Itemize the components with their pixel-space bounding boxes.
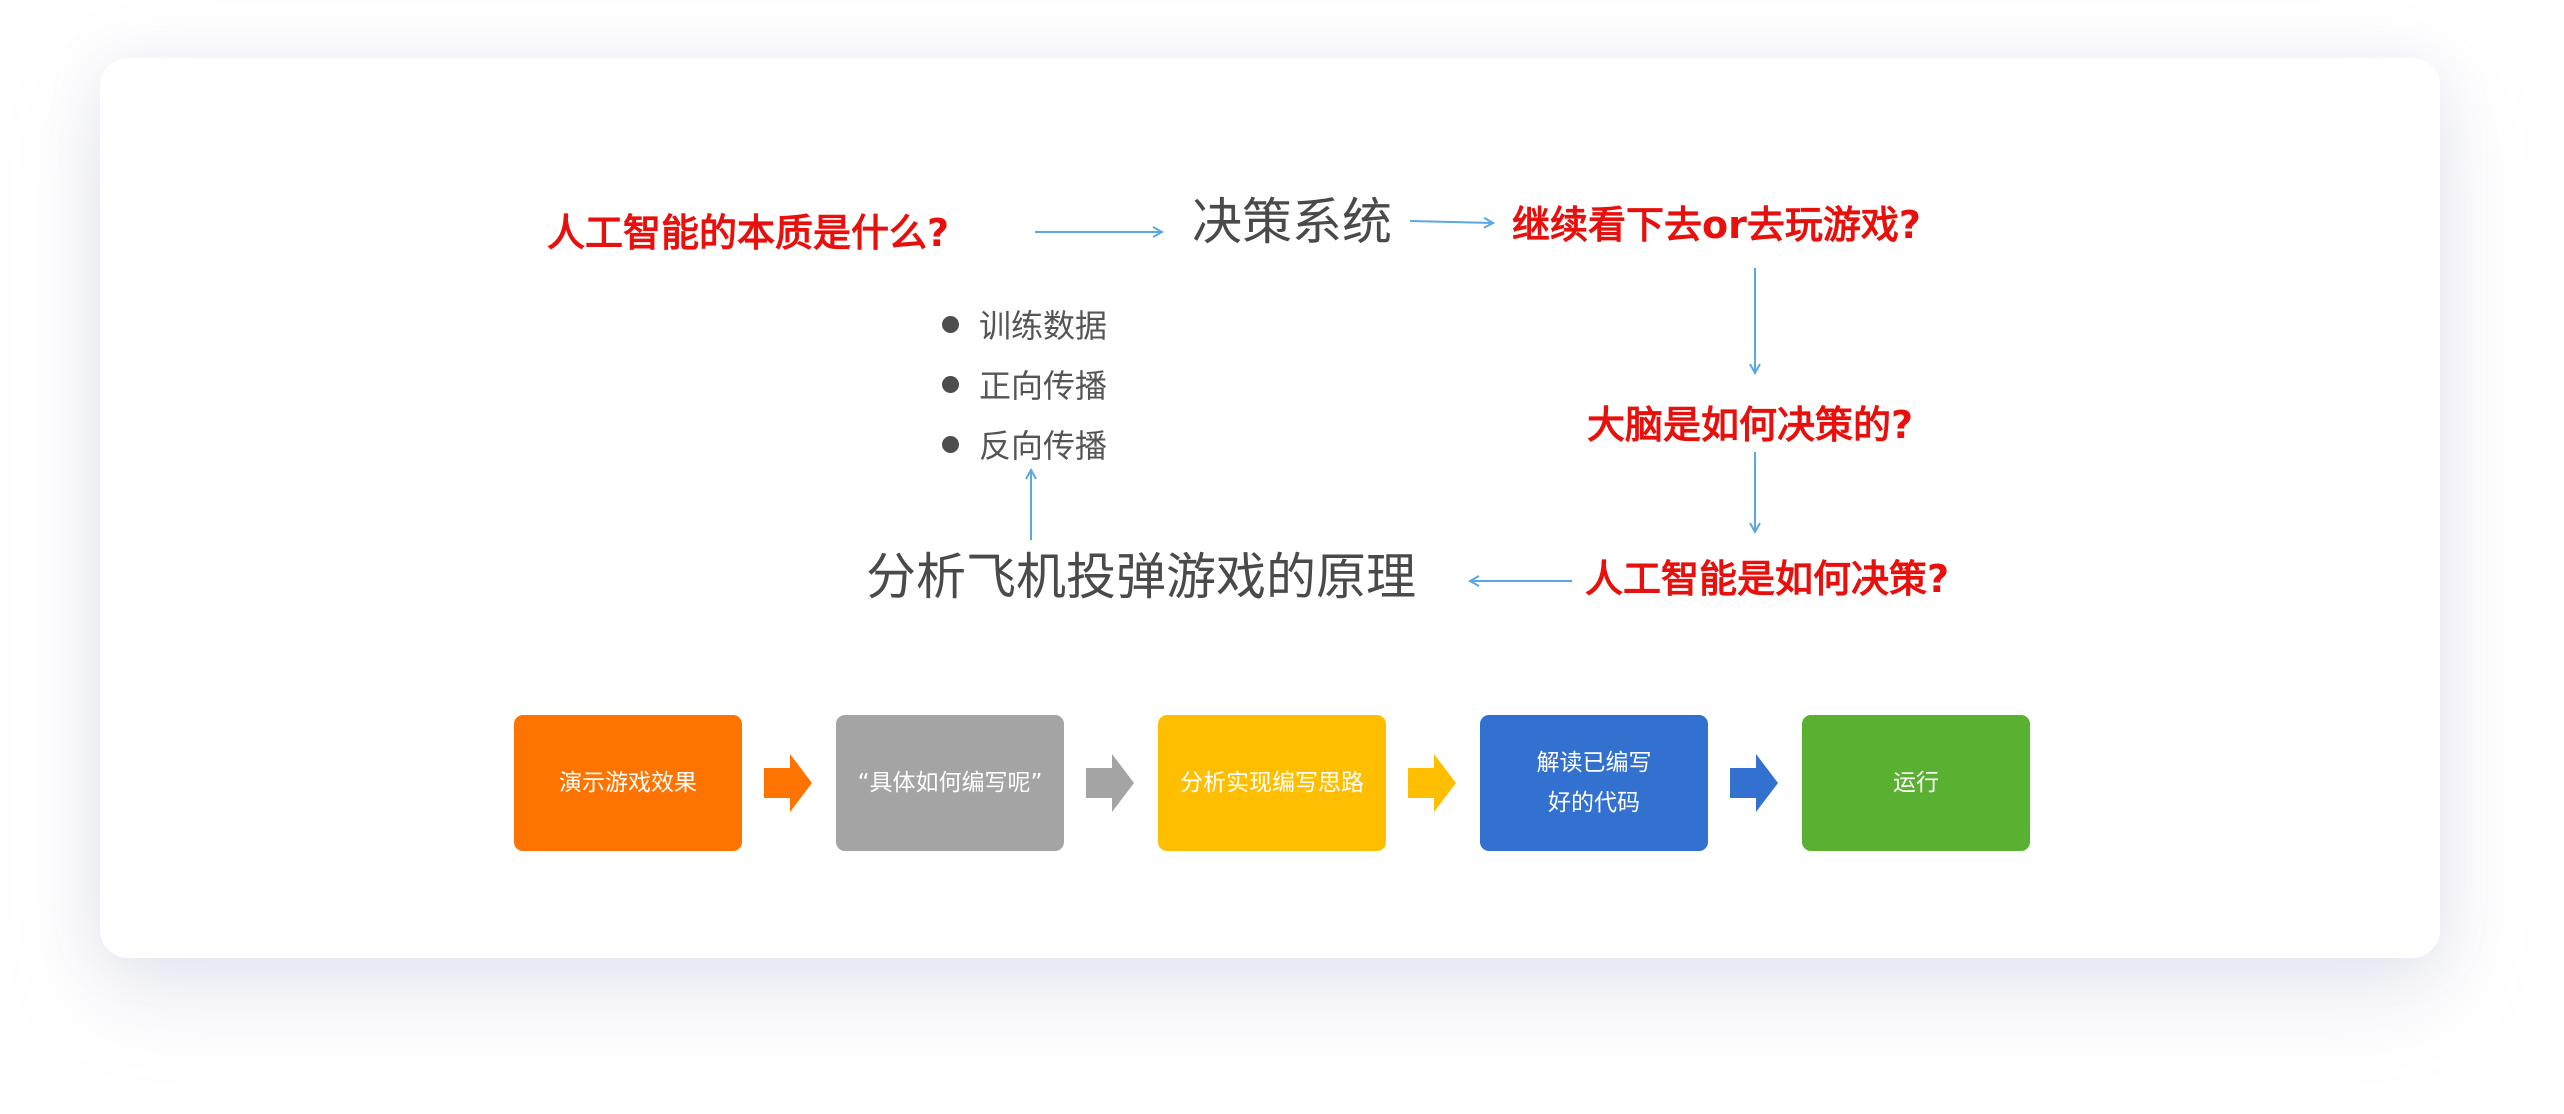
step-label: 演示游戏效果 bbox=[559, 770, 697, 796]
arrow-right-icon bbox=[764, 754, 812, 812]
bullet-label: 训练数据 bbox=[979, 307, 1108, 345]
question-ai-decision: 人工智能是如何决策? bbox=[1585, 557, 1950, 601]
arrow-right-icon bbox=[1408, 754, 1456, 812]
step-read-code: 解读已编写 好的代码 bbox=[1480, 715, 1708, 851]
step-label: “具体如何编写呢” bbox=[857, 770, 1043, 796]
step-run: 运行 bbox=[1802, 715, 2030, 851]
decision-system-label: 决策系统 bbox=[1192, 193, 1392, 251]
question-ai-essence: 人工智能的本质是什么? bbox=[547, 211, 950, 255]
question-brain-decision: 大脑是如何决策的? bbox=[1587, 403, 1914, 447]
step-label: 分析实现编写思路 bbox=[1180, 770, 1364, 796]
bullet-dot-icon bbox=[942, 315, 959, 333]
step-label-line-1: 解读已编写 bbox=[1536, 750, 1652, 776]
question-continue-or-play: 继续看下去or去玩游戏? bbox=[1512, 203, 1921, 247]
arrow-right-icon bbox=[1086, 754, 1134, 812]
bullet-label: 正向传播 bbox=[979, 367, 1108, 405]
step-analyze-approach: 分析实现编写思路 bbox=[1158, 715, 1386, 851]
game-principle-label: 分析飞机投弹游戏的原理 bbox=[866, 548, 1416, 606]
bullet-item-forward-propagation: 正向传播 bbox=[942, 362, 1107, 406]
bullet-dot-icon bbox=[942, 375, 959, 393]
bullet-item-training-data: 训练数据 bbox=[942, 302, 1107, 346]
arrow-right-icon bbox=[1730, 754, 1778, 812]
step-how-to-write: “具体如何编写呢” bbox=[836, 715, 1064, 851]
bullet-item-back-propagation: 反向传播 bbox=[942, 422, 1107, 466]
connector-decision-to-continue bbox=[1409, 221, 1493, 223]
bullet-label: 反向传播 bbox=[979, 427, 1108, 465]
step-label-line-2: 好的代码 bbox=[1548, 790, 1640, 816]
step-demo-game: 演示游戏效果 bbox=[514, 715, 742, 851]
bullet-dot-icon bbox=[942, 435, 959, 453]
step-label: 运行 bbox=[1893, 770, 1939, 796]
